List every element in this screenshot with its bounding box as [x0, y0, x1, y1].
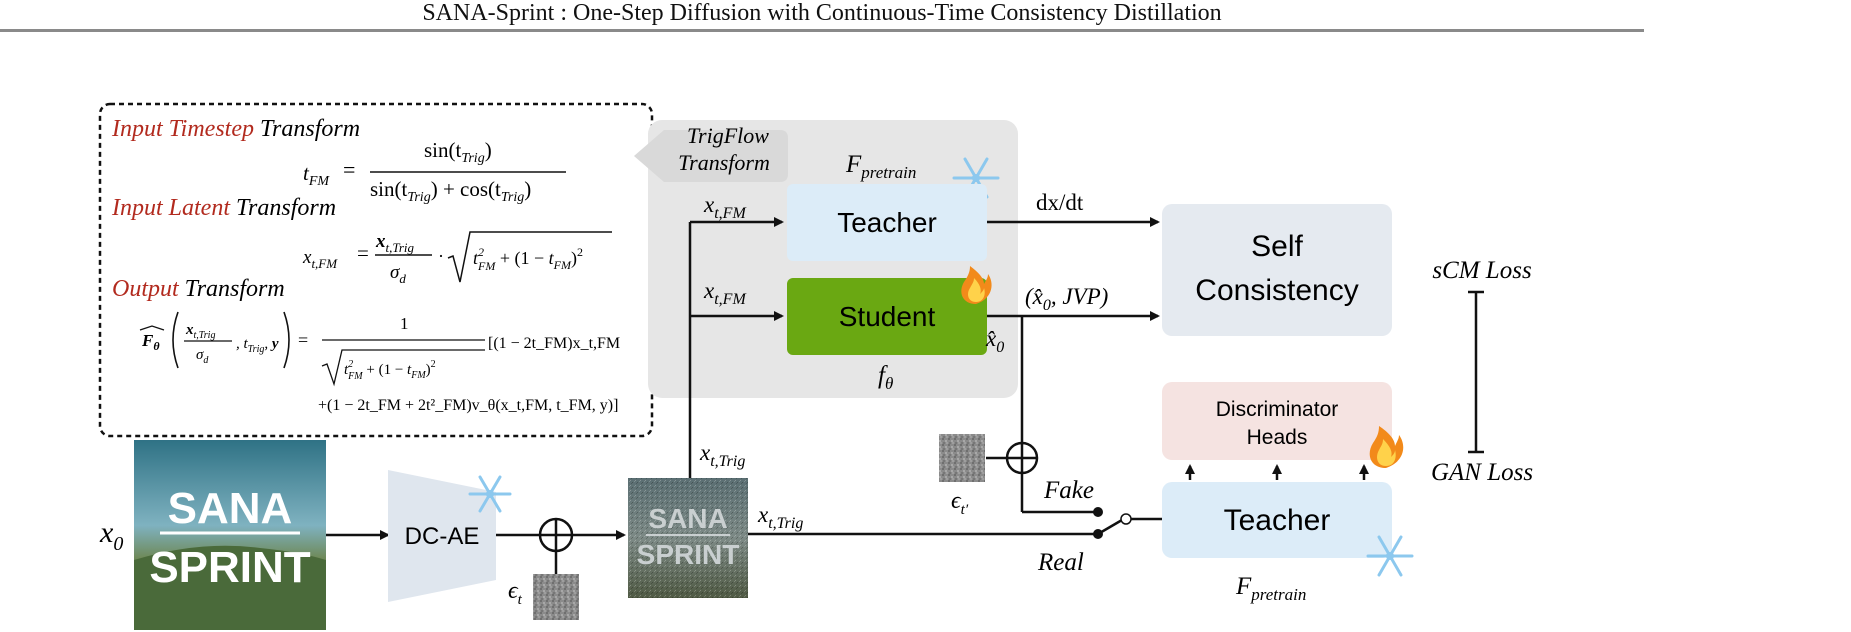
self-consistency-label-2: Consistency — [1195, 274, 1358, 307]
svg-text:, tTrig, y: , tTrig, y — [236, 336, 279, 355]
real-label: Real — [1037, 549, 1084, 576]
switch-fake-node — [1093, 507, 1103, 517]
x-trig-label-right: xt,Trig — [757, 502, 803, 532]
svg-text:SPRINT: SPRINT — [149, 543, 310, 592]
self-consistency-label-1: Self — [1251, 230, 1303, 263]
dxdt-label: dx/dt — [1036, 190, 1084, 215]
svg-text:xt,Trig: xt,Trig — [375, 231, 415, 255]
noise-image-eps-t — [533, 574, 579, 620]
snowflake-icon — [468, 475, 512, 513]
fire-icon — [961, 266, 992, 304]
svg-text:SANA: SANA — [648, 503, 727, 534]
scm-loss-label: sCM Loss — [1432, 257, 1531, 284]
svg-text:tFM: tFM — [303, 161, 330, 189]
disc-heads-label-1: Discriminator — [1216, 398, 1339, 421]
x0hat-jvp-label: (x̂0, JVP) — [1025, 284, 1108, 314]
x-fm-label-top: xt,FM — [703, 192, 747, 222]
teacher-bottom-box — [1162, 482, 1392, 558]
svg-text:xt,Trig: xt,Trig — [185, 322, 215, 341]
svg-text:σd: σd — [390, 262, 406, 286]
x0-label: x0 — [99, 516, 123, 555]
eps-t-label: ϵt — [508, 578, 523, 608]
switch-lever — [1097, 518, 1123, 536]
trigflow-label-2: Transform — [678, 150, 770, 175]
fire-icon — [1369, 426, 1404, 468]
trigflow-label-1: TrigFlow — [687, 123, 769, 148]
timestep-equation: tFM = sin(tTrig) sin(tTrig) + cos(tTrig) — [303, 138, 566, 205]
snowflake-icon — [1366, 535, 1414, 577]
dcae-label: DC-AE — [405, 523, 480, 550]
trigflow-tag — [634, 130, 788, 182]
teacher-top-box — [787, 184, 987, 261]
x0hat-label: x̂0 — [985, 326, 1004, 356]
x-trig-label-top: xt,Trig — [699, 440, 745, 470]
svg-text:σd: σd — [196, 347, 209, 366]
disc-heads-label-2: Heads — [1247, 426, 1308, 449]
f-pretrain-bottom: Fpretrain — [1235, 573, 1306, 604]
svg-text:[(1 − 2t_FM)x_t,FM: [(1 − 2t_FM)x_t,FM — [488, 335, 620, 352]
svg-text:1: 1 — [400, 314, 409, 333]
svg-text:SANA: SANA — [168, 484, 293, 533]
noisy-latent-image: SANA SPRINT — [628, 478, 748, 598]
page-header-title: SANA-Sprint : One-Step Diffusion with Co… — [422, 0, 1222, 26]
f-theta-label: fθ — [878, 362, 893, 393]
gan-loss-label: GAN Loss — [1431, 459, 1533, 486]
svg-text:sin(tTrig): sin(tTrig) — [424, 138, 492, 166]
header-rule — [0, 29, 1644, 32]
discriminator-heads-box — [1162, 382, 1392, 460]
student-label: Student — [839, 301, 936, 332]
svg-text:=: = — [357, 241, 369, 265]
svg-text:Fθ: Fθ — [141, 331, 160, 353]
svg-text:=: = — [343, 157, 355, 182]
dcae-encoder — [388, 470, 496, 602]
noise-image-eps-tprime — [939, 434, 985, 482]
f-pretrain-top: Fpretrain — [845, 151, 916, 182]
fake-label: Fake — [1043, 477, 1094, 504]
svg-text:xt,FM: xt,FM — [302, 247, 338, 271]
teacher-bottom-label: Teacher — [1224, 504, 1331, 537]
svg-text:SPRINT: SPRINT — [637, 539, 740, 570]
x-fm-label-bottom: xt,FM — [703, 278, 747, 308]
svg-text:·: · — [438, 246, 444, 266]
teacher-top-label: Teacher — [837, 207, 937, 238]
eps-tprime-label: ϵt′ — [951, 488, 969, 518]
svg-text:=: = — [298, 330, 308, 350]
clean-sana-sprint-image: SANA SPRINT — [134, 440, 326, 630]
self-consistency-box — [1162, 204, 1392, 336]
svg-text:sin(tTrig) + cos(tTrig): sin(tTrig) + cos(tTrig) — [370, 177, 531, 205]
student-box — [787, 278, 987, 355]
svg-text:+(1 − 2t_FM + 2t²_FM)v_θ(x_t,F: +(1 − 2t_FM + 2t²_FM)v_θ(x_t,FM, t_FM, y… — [318, 397, 618, 414]
